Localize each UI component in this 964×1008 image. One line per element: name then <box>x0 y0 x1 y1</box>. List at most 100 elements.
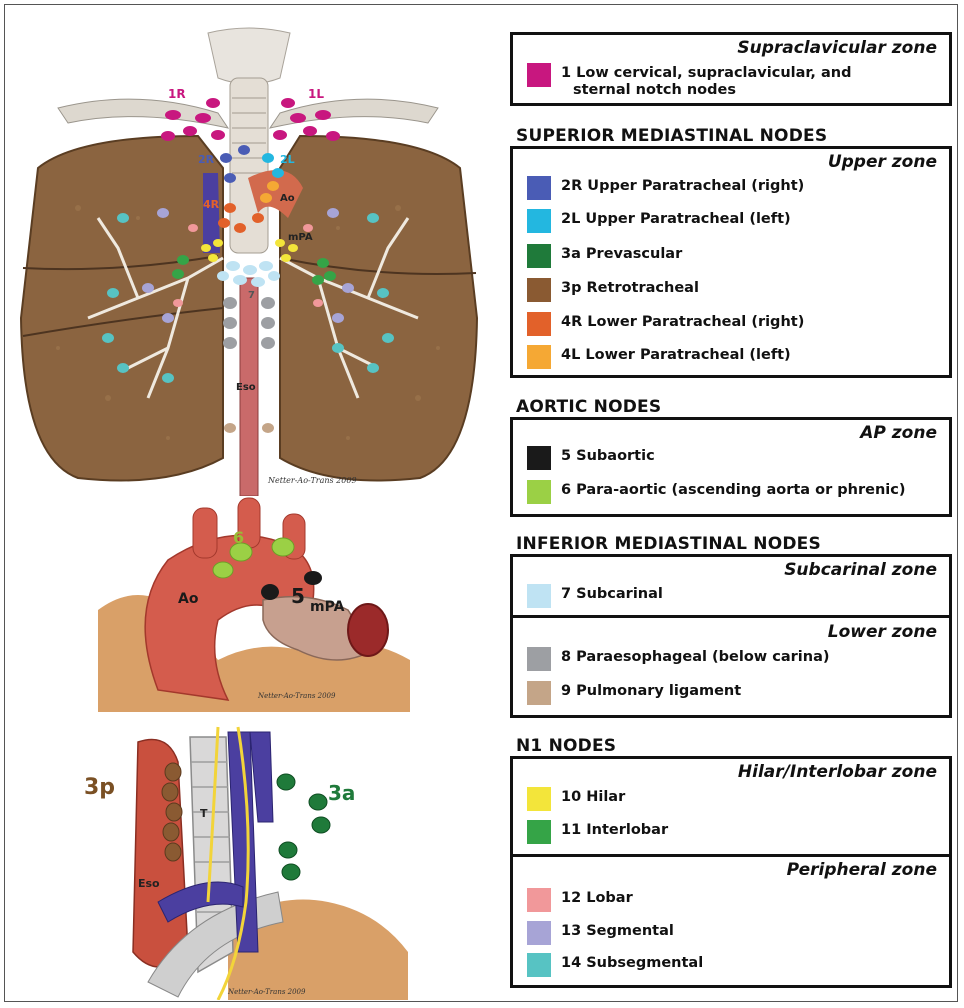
legend-row-10: 10 Hilar <box>527 787 625 813</box>
legend-row-5: 5 Subaortic <box>527 446 655 472</box>
zone-title-hilar-interlobar: Hilar/Interlobar zone <box>738 762 937 782</box>
heading-n1: N1 NODES <box>516 736 616 756</box>
aortic-box: AP zone 5 Subaortic 6 Para-aortic (ascen… <box>510 417 952 517</box>
left-lung <box>280 136 477 481</box>
swatch-6 <box>527 480 551 504</box>
n1-divider <box>513 854 949 857</box>
heading-aortic: AORTIC NODES <box>516 397 661 417</box>
swatch-9 <box>527 681 551 705</box>
label-4r: 4R <box>203 198 220 211</box>
zone-title-peripheral: Peripheral zone <box>787 860 937 880</box>
prevascular-retrotracheal-illustration: 3p 3a T SVC Eso Netter-Ao-Trans 2009 <box>78 722 408 1000</box>
label-mpa: mPA <box>288 232 313 243</box>
heading-superior-mediastinal: SUPERIOR MEDIASTINAL NODES <box>516 126 827 146</box>
legend-label-14: 14 Subsegmental <box>561 953 703 972</box>
legend-label-4l: 4L Lower Paratracheal (left) <box>561 345 791 364</box>
legend-label-11: 11 Interlobar <box>561 820 668 839</box>
legend-label-8: 8 Paraesophageal (below carina) <box>561 647 829 666</box>
label-ao: Ao <box>280 193 295 204</box>
legend-row-8: 8 Paraesophageal (below carina) <box>527 647 829 673</box>
thyroid <box>208 28 290 84</box>
mediastinum-svg: 3p 3a T SVC Eso Netter-Ao-Trans 2009 <box>78 722 408 1000</box>
legend-row-14: 14 Subsegmental <box>527 953 703 979</box>
legend-row-4r: 4R Lower Paratracheal (right) <box>527 312 804 338</box>
swatch-8 <box>527 647 551 671</box>
lung-node-map-svg: 1R 1L 2R 2L 4R Ao mPA 7 Eso Netter-Ao-Tr… <box>18 18 480 496</box>
aortic-nodes-illustration: 6 5 Ao mPA Netter-Ao-Trans 2009 <box>98 490 410 712</box>
swatch-3p <box>527 278 551 302</box>
label-6: 6 <box>233 528 244 547</box>
zone-title-supraclavicular: Supraclavicular zone <box>737 38 937 58</box>
legend-row-9: 9 Pulmonary ligament <box>527 681 741 707</box>
brachiocephalic-vein <box>250 732 273 822</box>
legend-row-12: 12 Lobar <box>527 888 633 914</box>
legend-row-4l: 4L Lower Paratracheal (left) <box>527 345 791 371</box>
swatch-7 <box>527 584 551 608</box>
artist-signature: Netter-Ao-Trans 2009 <box>267 476 357 485</box>
zone-title-upper: Upper zone <box>828 152 937 172</box>
n1-box: Hilar/Interlobar zone 10 Hilar 11 Interl… <box>510 756 952 988</box>
label-2l: 2L <box>280 153 295 166</box>
right-lung <box>21 136 223 481</box>
lung-node-map-illustration: 1R 1L 2R 2L 4R Ao mPA 7 Eso Netter-Ao-Tr… <box>18 18 480 496</box>
swatch-14 <box>527 953 551 977</box>
brachiocephalic-artery <box>193 508 217 558</box>
artist-signature-aorta: Netter-Ao-Trans 2009 <box>257 692 336 700</box>
legend-label-5: 5 Subaortic <box>561 446 655 465</box>
label-3a: 3a <box>328 781 355 805</box>
swatch-station-1 <box>527 63 551 87</box>
legend-row-station-1: 1 Low cervical, supraclavicular, and ste… <box>527 63 851 89</box>
legend-row-3p: 3p Retrotracheal <box>527 278 699 304</box>
swatch-3a <box>527 244 551 268</box>
superior-mediastinal-box: Upper zone 2R Upper Paratracheal (right)… <box>510 146 952 378</box>
legend-label-9: 9 Pulmonary ligament <box>561 681 741 700</box>
label-aorta: Ao <box>178 591 199 607</box>
swatch-4l <box>527 345 551 369</box>
legend-label-7: 7 Subcarinal <box>561 584 663 603</box>
label-5: 5 <box>291 584 305 608</box>
label-3p: 3p <box>84 775 115 800</box>
legend-row-3a: 3a Prevascular <box>527 244 682 270</box>
heading-inferior-mediastinal: INFERIOR MEDIASTINAL NODES <box>516 534 821 554</box>
swatch-2r <box>527 176 551 200</box>
label-1r: 1R <box>168 87 186 101</box>
swatch-13 <box>527 921 551 945</box>
swatch-4r <box>527 312 551 336</box>
legend-row-13: 13 Segmental <box>527 921 674 947</box>
inferior-divider <box>513 615 949 618</box>
label-mpa-aorta-view: mPA <box>310 599 345 615</box>
aortic-nodes-svg: 6 5 Ao mPA Netter-Ao-Trans 2009 <box>98 490 410 712</box>
zone-title-lower: Lower zone <box>828 622 937 642</box>
legend-label-station-1: 1 Low cervical, supraclavicular, and ste… <box>561 63 851 99</box>
label-svc: SVC <box>266 824 288 835</box>
legend-row-11: 11 Interlobar <box>527 820 668 846</box>
legend-row-2l: 2L Upper Paratracheal (left) <box>527 209 791 235</box>
label-1l: 1L <box>308 87 324 101</box>
pulmonary-artery-opening <box>348 604 388 656</box>
legend-label-3a: 3a Prevascular <box>561 244 682 263</box>
swatch-12 <box>527 888 551 912</box>
legend-label-4r: 4R Lower Paratracheal (right) <box>561 312 804 331</box>
swatch-2l <box>527 209 551 233</box>
legend-label-2r: 2R Upper Paratracheal (right) <box>561 176 804 195</box>
label-trachea: T <box>200 807 208 820</box>
legend-label-2l: 2L Upper Paratracheal (left) <box>561 209 791 228</box>
legend-label-13: 13 Segmental <box>561 921 674 940</box>
legend-row-7: 7 Subcarinal <box>527 584 663 610</box>
label-esophagus: Eso <box>138 877 160 890</box>
supraclavicular-box: Supraclavicular zone 1 Low cervical, sup… <box>510 32 952 106</box>
label-2r: 2R <box>198 153 215 166</box>
swatch-11 <box>527 820 551 844</box>
legend-label-10: 10 Hilar <box>561 787 625 806</box>
zone-title-subcarinal: Subcarinal zone <box>784 560 937 580</box>
label-7: 7 <box>248 290 255 301</box>
swatch-5 <box>527 446 551 470</box>
label-eso: Eso <box>236 382 256 393</box>
artist-signature-mediastinum: Netter-Ao-Trans 2009 <box>227 988 306 996</box>
zone-title-ap: AP zone <box>860 423 937 443</box>
inferior-mediastinal-box: Subcarinal zone 7 Subcarinal Lower zone … <box>510 554 952 718</box>
legend-label-12: 12 Lobar <box>561 888 633 907</box>
legend-label-3p: 3p Retrotracheal <box>561 278 699 297</box>
swatch-10 <box>527 787 551 811</box>
legend-label-6: 6 Para-aortic (ascending aorta or phreni… <box>561 480 905 499</box>
